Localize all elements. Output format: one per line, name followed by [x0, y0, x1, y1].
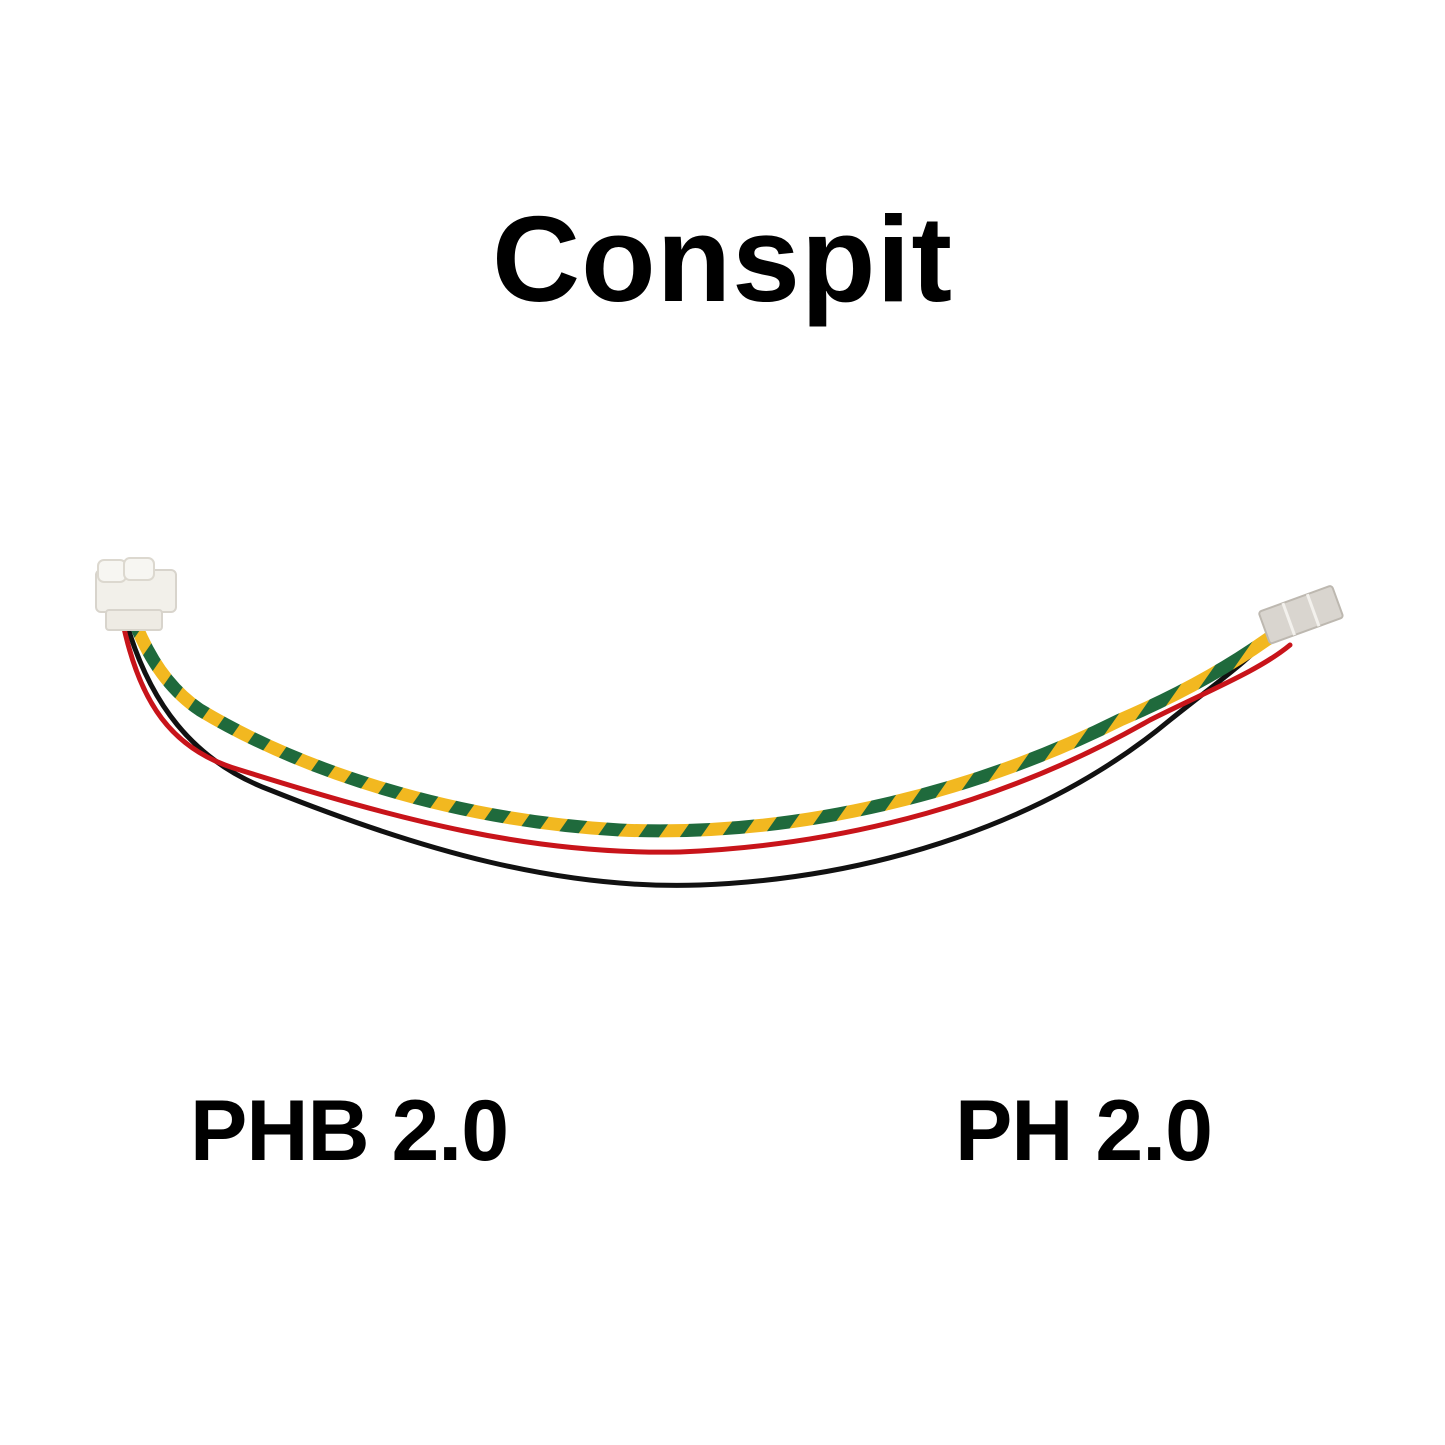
right-connector-label: PH 2.0: [955, 1083, 1213, 1179]
red-wire: [121, 625, 1293, 855]
twisted-pair-wire: [129, 618, 1287, 838]
ph-connector: [1258, 585, 1344, 645]
left-connector-label: PHB 2.0: [190, 1083, 509, 1179]
phb-connector: [95, 557, 177, 631]
brand-title: Conspit: [491, 191, 954, 327]
